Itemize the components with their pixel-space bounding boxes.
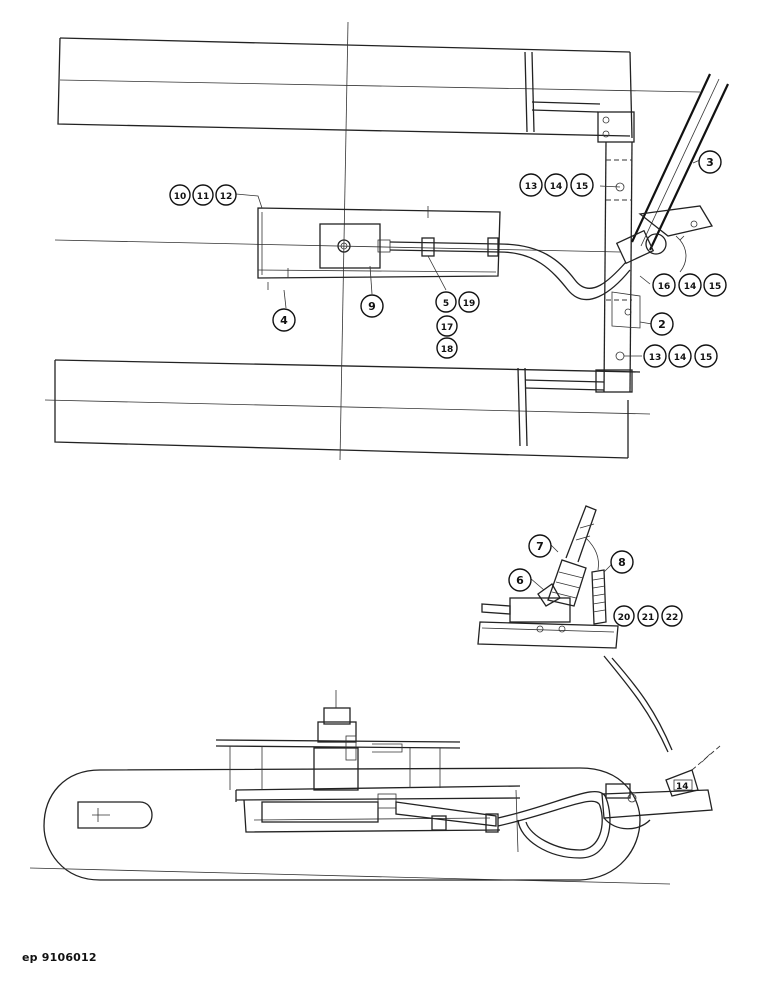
callout-label: 15	[700, 353, 713, 363]
top-view: 10 11 12 13 14 15 3 16 14 15 2 13 14 15 …	[44, 21, 729, 461]
hose-loop	[497, 790, 611, 859]
bolt-hole	[615, 351, 625, 361]
callout-14: 14	[678, 273, 702, 297]
detail-pointer	[603, 655, 669, 753]
callout-label: 11	[197, 192, 210, 202]
callout-13: 13	[519, 173, 543, 197]
callout-label: 15	[709, 282, 722, 292]
callout-2: 2	[650, 312, 674, 336]
actuator-housing	[257, 206, 501, 290]
callout-3: 3	[698, 150, 722, 174]
callout-17: 17	[436, 315, 458, 337]
mounting-plate	[603, 141, 641, 393]
callout-16: 16	[652, 273, 676, 297]
base-plate	[477, 621, 619, 649]
callout-21: 21	[637, 605, 659, 627]
callout-label: 20	[618, 613, 631, 623]
callout-18: 18	[436, 337, 458, 359]
callout-label: 19	[463, 299, 476, 309]
swing-arrow	[679, 239, 687, 273]
callout-label: 12	[220, 192, 233, 202]
callout-label: 14	[674, 353, 687, 363]
callout-15: 15	[570, 173, 594, 197]
callout-label: 14	[550, 182, 563, 192]
leader-6	[529, 577, 545, 591]
callout-4: 4	[272, 308, 296, 332]
callout-label: 22	[666, 613, 679, 623]
callout-label: 10	[174, 192, 187, 202]
callout-label: 3	[706, 156, 714, 169]
motor-body	[509, 597, 571, 623]
callout-10: 10	[169, 184, 191, 206]
callout-12: 12	[215, 184, 237, 206]
centre-line	[339, 21, 349, 461]
callout-22: 22	[661, 605, 683, 627]
callout-7: 7	[528, 534, 552, 558]
detail-view: 7 8 6 20 21 22	[477, 505, 683, 753]
callout-14: 14	[544, 173, 568, 197]
callout-label: 4	[280, 314, 288, 327]
ground-line	[29, 867, 671, 885]
callout-label: 13	[649, 353, 662, 363]
callout-label: 18	[441, 345, 454, 355]
leader-lines	[235, 159, 701, 357]
callout-label: 21	[642, 613, 655, 623]
side-view: 14	[29, 690, 721, 885]
track-outline	[43, 767, 641, 881]
lower-bracket	[517, 367, 633, 447]
callout-15: 15	[694, 344, 718, 368]
callout-15: 15	[703, 273, 727, 297]
callout-label: 14	[684, 282, 697, 292]
motor-column	[313, 690, 403, 791]
callout-label: 9	[368, 300, 376, 313]
callout-label: 2	[658, 318, 666, 331]
lower-frame-rail	[44, 359, 651, 459]
upper-frame-rail	[57, 37, 701, 139]
cylinder	[261, 801, 379, 823]
callout-9: 9	[360, 294, 384, 318]
document-id: ep 9106012	[22, 951, 97, 964]
leader-8	[603, 563, 613, 573]
callout-11: 11	[192, 184, 214, 206]
callout-14: 14	[668, 344, 692, 368]
callout-13: 13	[643, 344, 667, 368]
callout-label: 8	[618, 556, 626, 569]
callout-label: 15	[576, 182, 589, 192]
handle-assembly	[537, 505, 597, 607]
upper-bracket	[524, 51, 635, 143]
callout-19: 19	[458, 291, 480, 313]
lever-arm	[615, 73, 729, 273]
side-label-14: 14	[676, 782, 689, 792]
hose	[499, 251, 631, 301]
pivot	[645, 233, 667, 255]
callout-label: 7	[536, 540, 544, 553]
spring	[585, 537, 607, 625]
callout-label: 6	[516, 574, 524, 587]
callout-label: 5	[443, 299, 449, 309]
callout-5: 5	[435, 291, 457, 313]
callout-label: 13	[525, 182, 538, 192]
callout-label: 16	[658, 282, 671, 292]
callout-20: 20	[613, 605, 635, 627]
callout-label: 17	[441, 323, 454, 333]
lever-mechanism: 14	[601, 745, 721, 830]
callout-6: 6	[508, 568, 532, 592]
valve-block	[319, 223, 381, 269]
slot	[77, 801, 153, 829]
hose	[499, 243, 627, 289]
lever-tab	[638, 205, 714, 237]
callout-8: 8	[610, 550, 634, 574]
